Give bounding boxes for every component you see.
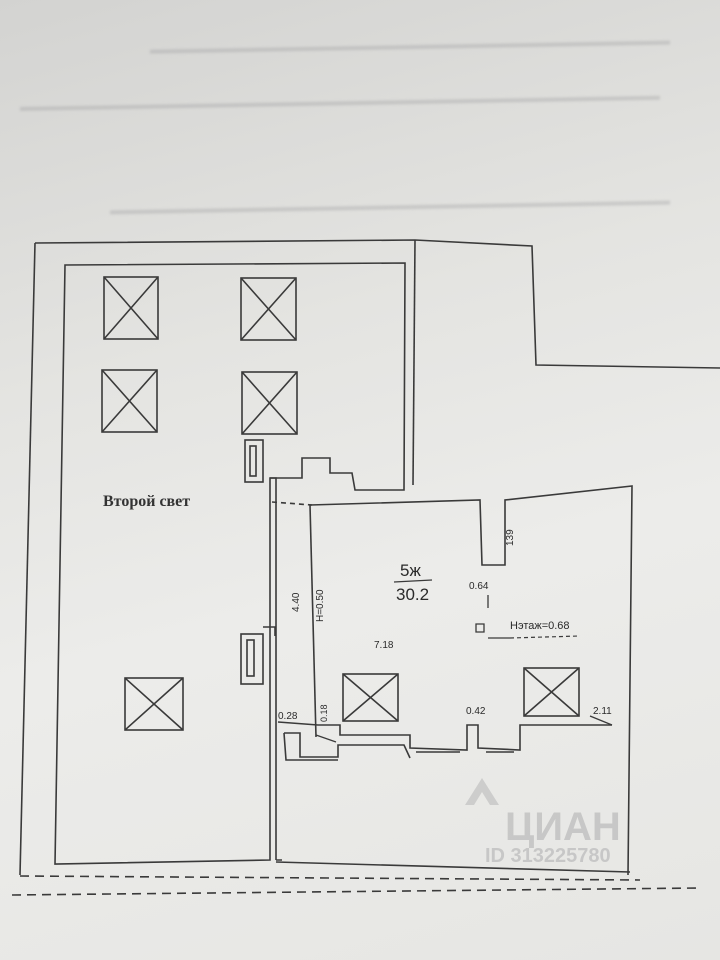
outer-left-wall bbox=[19, 242, 36, 876]
crossed-box-1 bbox=[103, 276, 159, 340]
watermark-id: ID 313225780 bbox=[485, 845, 611, 867]
watermark-brand: ЦИАН bbox=[505, 805, 621, 849]
second-light-label: Второй свет bbox=[103, 493, 191, 510]
diag-mark bbox=[315, 734, 337, 743]
dim-h068: Нэтаж=0.68 bbox=[510, 620, 570, 632]
level-marker bbox=[475, 595, 510, 639]
dim-h050: H=0.50 bbox=[315, 589, 326, 622]
dim-718: 7.18 bbox=[374, 640, 394, 651]
dim-018: 0.18 bbox=[319, 704, 329, 722]
main-room-outline bbox=[309, 485, 633, 876]
outer-boundary bbox=[34, 239, 720, 369]
column-rect-2-inner bbox=[246, 639, 255, 677]
crossed-box-2 bbox=[240, 277, 297, 341]
area-fraction-line bbox=[393, 579, 433, 583]
crossed-box-3 bbox=[101, 369, 158, 433]
dashed-top bbox=[271, 501, 313, 506]
dashed-line bbox=[19, 875, 641, 881]
bottom-wall bbox=[275, 861, 631, 873]
dashed-line-2 bbox=[11, 887, 701, 896]
room-name: 5ж bbox=[400, 561, 421, 580]
dim-211: 2.11 bbox=[593, 706, 612, 717]
bottom-diag bbox=[589, 715, 613, 726]
room-area: 30.2 bbox=[396, 585, 430, 604]
wall-left-small bbox=[283, 732, 338, 761]
cian-logo-icon bbox=[462, 775, 502, 815]
crossed-box-4 bbox=[241, 371, 298, 435]
dim-440: 4.40 bbox=[291, 592, 302, 612]
dim-064: 0.64 bbox=[469, 581, 489, 592]
column-notch bbox=[263, 626, 276, 636]
notch-line bbox=[412, 239, 416, 486]
dim-028: 0.28 bbox=[278, 711, 298, 722]
dim-042: 0.42 bbox=[466, 706, 486, 717]
room-bottom-wall bbox=[277, 721, 612, 751]
column-rect-1-inner bbox=[249, 445, 257, 477]
column-rect-2 bbox=[240, 633, 264, 685]
main-room-left-wall bbox=[309, 504, 317, 738]
crossed-box-7 bbox=[523, 667, 580, 717]
crossed-box-6 bbox=[342, 673, 399, 722]
level-dashed bbox=[509, 635, 581, 639]
second-light-zone bbox=[54, 262, 406, 865]
crossed-box-5 bbox=[124, 677, 184, 731]
room-bottom-wall-inner bbox=[284, 732, 514, 759]
wall-strip bbox=[270, 477, 282, 861]
dim-139: 139 bbox=[505, 529, 516, 546]
column-rect-1 bbox=[244, 439, 264, 483]
